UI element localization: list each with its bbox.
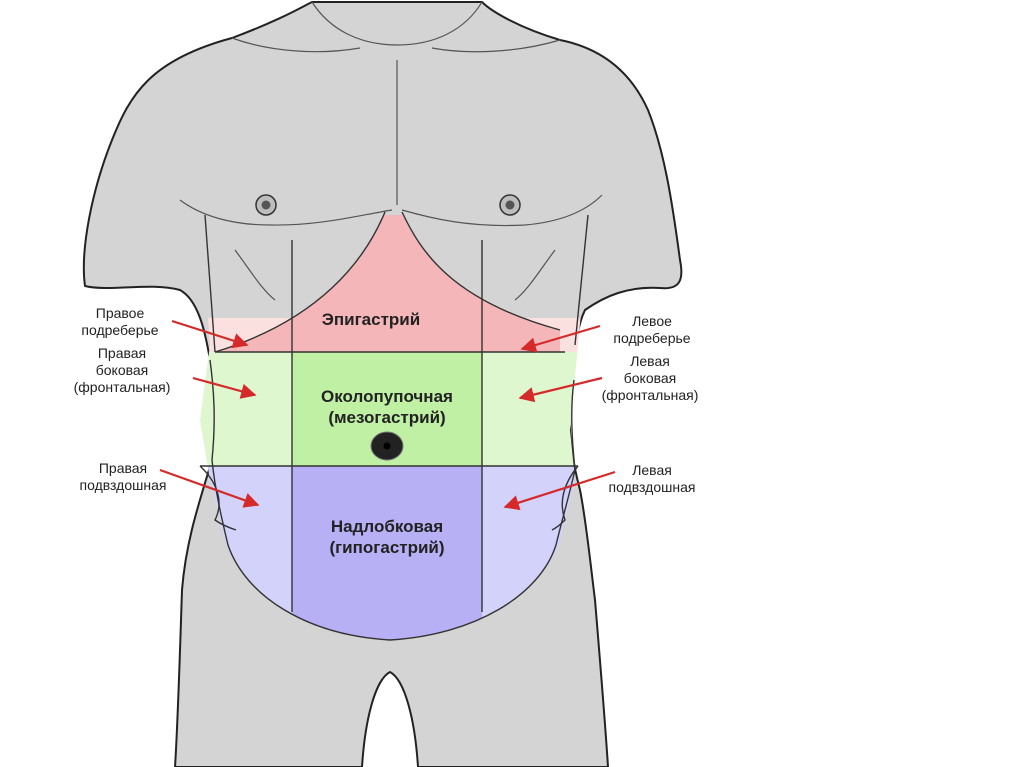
- pointer-arrows: [159, 319, 616, 511]
- right-lateral-label-line2: боковая: [96, 362, 149, 378]
- hypogastric-label-line1: Надлобковая: [331, 517, 443, 536]
- epigastric-border: [214, 211, 561, 353]
- right-hip-notch: [199, 465, 237, 531]
- rib-line-right: [204, 214, 216, 353]
- left-iliac-label-line2: подвздошная: [609, 479, 696, 495]
- right-lateral-label-line3: (фронтальная): [74, 379, 171, 395]
- right-lateral-label-line1: Правая: [98, 345, 146, 361]
- arrow-left-hypochondrium: [520, 324, 601, 353]
- abs-line-left: [514, 249, 556, 301]
- left-lateral-label-line1: Левая: [630, 353, 670, 369]
- right-iliac-label-line2: подвздошная: [80, 477, 167, 493]
- umbilical-label-line2: (мезогастрий): [328, 408, 445, 427]
- right-lateral-region: [200, 352, 292, 466]
- abs-line-right: [234, 249, 276, 301]
- neck-contour: [311, 1, 483, 46]
- left-hypochondrium-label-line1: Левое: [632, 313, 672, 329]
- hypogastric-label-line2: (гипогастрий): [329, 538, 444, 557]
- collarbone-left: [231, 37, 361, 53]
- arrow-right-hypochondrium: [171, 319, 249, 349]
- umbilical-region: [292, 352, 482, 466]
- nipple-right: [255, 194, 277, 216]
- left-iliac-label-line1: Левая: [632, 462, 672, 478]
- left-lateral-label-line2: боковая: [624, 370, 677, 386]
- umbilical-label-line1: Околопупочная: [321, 387, 453, 406]
- left-lateral-label-line3: (фронтальная): [602, 387, 699, 403]
- right-iliac-label-line1: Правая: [99, 460, 147, 476]
- epigastric-region: [215, 215, 560, 352]
- arrow-right-iliac: [159, 468, 260, 508]
- rib-line-left: [574, 214, 589, 346]
- left-hip-notch: [551, 465, 579, 531]
- left-lateral-region: [482, 352, 590, 466]
- arrow-left-iliac: [503, 470, 616, 511]
- chest-right: [401, 194, 603, 227]
- left-hypochondrium-label-line2: подреберье: [613, 330, 690, 346]
- right-hypochondrium-label-line1: Правое: [96, 305, 145, 321]
- epigastric-label: Эпигастрий: [322, 310, 420, 329]
- chest-left: [179, 199, 393, 226]
- arrow-right-lateral: [192, 376, 257, 399]
- navel-icon: [370, 431, 404, 461]
- right-hypochondrium-label-line2: подреберье: [81, 322, 158, 338]
- arrow-left-lateral: [518, 376, 603, 403]
- hypogastric-region: [292, 466, 482, 640]
- nipple-left: [499, 194, 521, 216]
- abdomen-outline: [209, 359, 576, 641]
- collarbone-right: [431, 39, 561, 53]
